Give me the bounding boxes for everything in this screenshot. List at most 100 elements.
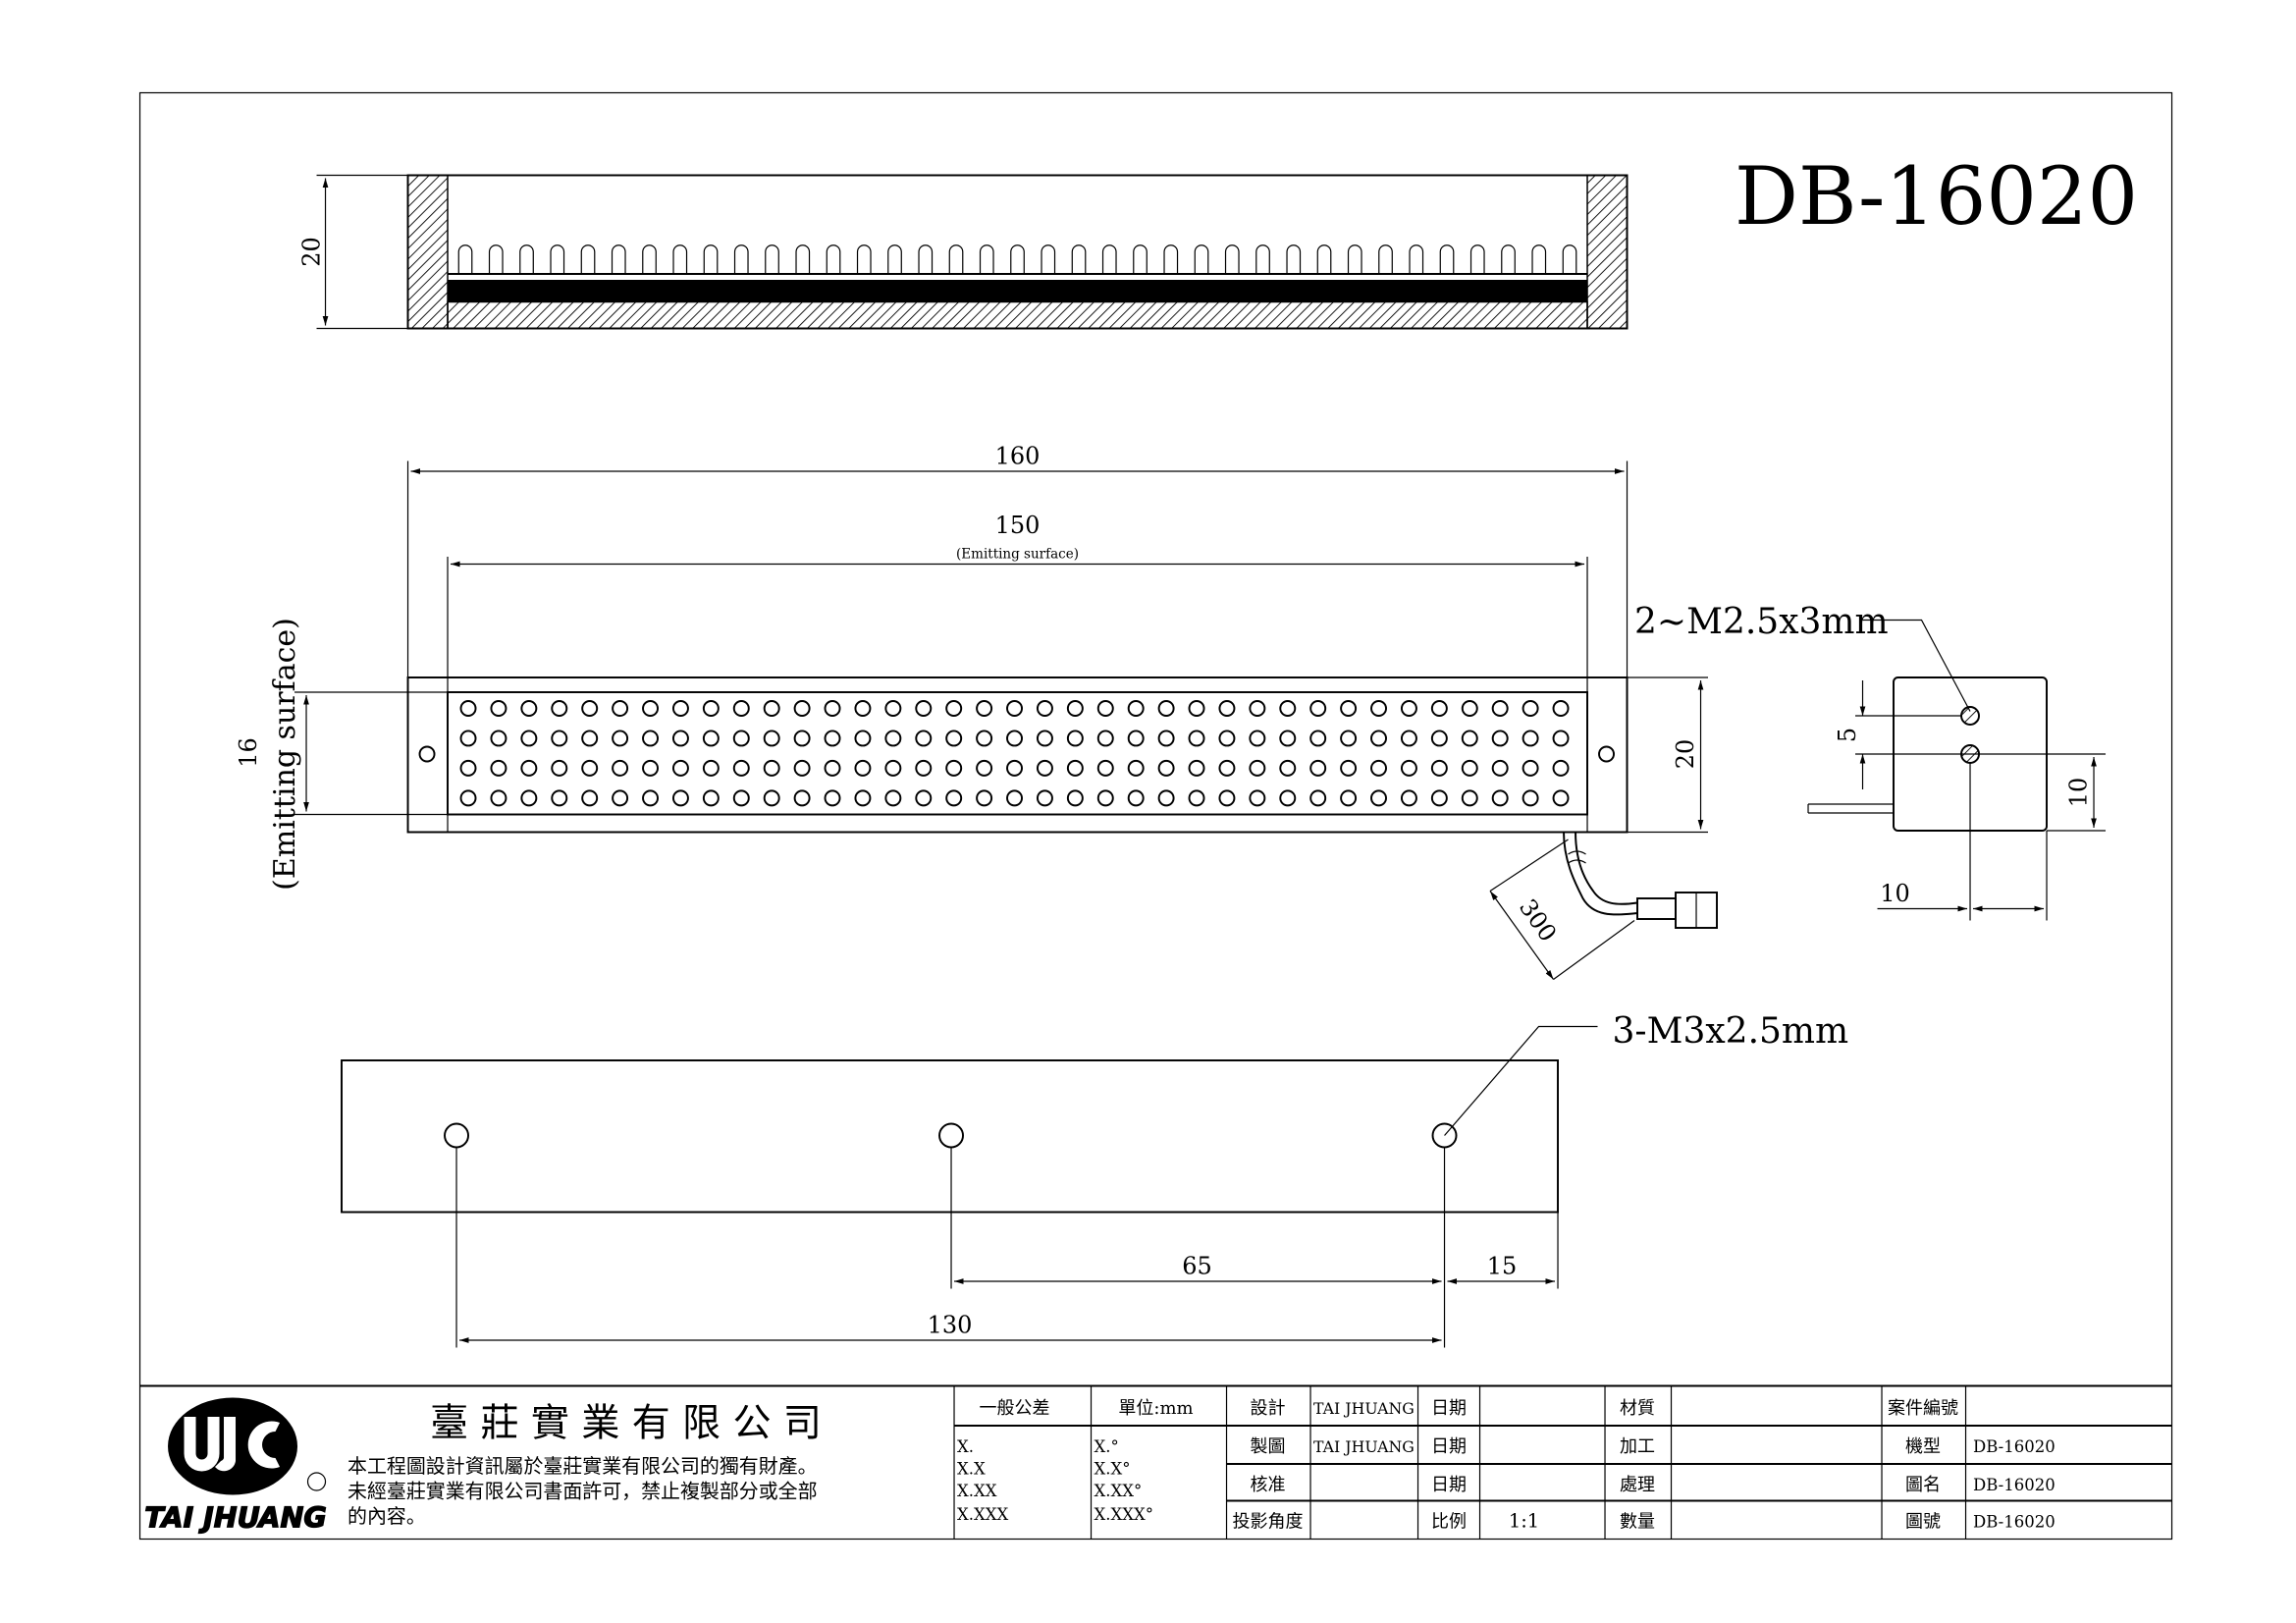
led: [581, 759, 599, 777]
led: [1006, 789, 1023, 807]
led: [1096, 789, 1114, 807]
led: [459, 789, 477, 807]
led: [671, 700, 689, 717]
led: [642, 789, 659, 807]
connector: [1636, 897, 1677, 920]
led: [1522, 730, 1539, 747]
led: [520, 700, 538, 717]
side-led: [733, 244, 749, 274]
notice-line-2: 未經臺莊實業有限公司書面許可，禁止複製部分或全部: [347, 1480, 818, 1503]
led: [520, 730, 538, 747]
title-cell-k3: 圖名: [1905, 1475, 1941, 1495]
led: [612, 759, 629, 777]
led: [1400, 730, 1417, 747]
side-led: [1439, 244, 1455, 274]
led: [1279, 759, 1297, 777]
title-cell-value: TAI JHUANG: [1313, 1399, 1415, 1418]
led: [551, 759, 568, 777]
led: [1370, 789, 1387, 807]
tol-linear-2: X.XX: [957, 1482, 997, 1500]
side-led: [703, 244, 719, 274]
led: [671, 759, 689, 777]
led: [1491, 789, 1509, 807]
led: [1066, 759, 1084, 777]
title-cell-v3: DB-16020: [1973, 1476, 2056, 1494]
led: [763, 700, 780, 717]
led: [671, 730, 689, 747]
led: [854, 700, 872, 717]
led: [1552, 789, 1570, 807]
led: [824, 759, 841, 777]
side-led: [1531, 244, 1547, 274]
led: [520, 759, 538, 777]
led: [824, 700, 841, 717]
led: [581, 789, 599, 807]
led: [1400, 700, 1417, 717]
led: [1400, 759, 1417, 777]
led: [1461, 700, 1478, 717]
led: [1491, 700, 1509, 717]
end-hole-top: [1960, 706, 1980, 726]
led: [551, 730, 568, 747]
led: [490, 759, 507, 777]
length-dim: 160: [995, 443, 1041, 470]
led: [884, 789, 902, 807]
led: [1279, 789, 1297, 807]
title-cell-k2: 材質: [1620, 1398, 1655, 1419]
bottom-hole-1: [444, 1122, 469, 1149]
front-view: 160 150 (Emitting surface) 16 (Emitting …: [235, 443, 1718, 980]
led: [1522, 789, 1539, 807]
side-led: [887, 244, 902, 274]
title-cell-k3: 圖號: [1905, 1512, 1941, 1533]
side-led: [1041, 244, 1056, 274]
side-led: [580, 244, 596, 274]
side-led: [519, 244, 534, 274]
led: [1036, 759, 1053, 777]
led: [915, 759, 933, 777]
emitting-height-note: (Emitting surface): [268, 618, 302, 891]
end-screw-callout: 2~M2.5x3mm: [1634, 602, 1889, 642]
led: [612, 789, 629, 807]
led: [520, 789, 538, 807]
title-cell-k2: 處理: [1620, 1475, 1655, 1495]
led: [976, 730, 993, 747]
title-cell-date_label: 日期: [1431, 1436, 1467, 1457]
side-led: [918, 244, 934, 274]
title-cell-date_label: 日期: [1431, 1475, 1467, 1495]
hole-height-dim: 10: [2065, 778, 2093, 808]
side-led: [1286, 244, 1302, 274]
side-led: [1347, 244, 1362, 274]
led: [1188, 759, 1205, 777]
led: [1491, 730, 1509, 747]
side-led: [1255, 244, 1270, 274]
title-cell-v3: DB-16020: [1973, 1513, 2056, 1532]
led: [1188, 700, 1205, 717]
led: [1430, 730, 1448, 747]
side-led: [642, 244, 657, 274]
side-led: [1469, 244, 1485, 274]
led: [1127, 730, 1145, 747]
led: [884, 700, 902, 717]
side-led: [979, 244, 994, 274]
side-led: [611, 244, 626, 274]
led: [581, 730, 599, 747]
led: [1430, 700, 1448, 717]
led: [1157, 730, 1175, 747]
led: [1491, 759, 1509, 777]
led: [1340, 789, 1358, 807]
side-led: [1101, 244, 1117, 274]
led: [1006, 700, 1023, 717]
led: [793, 700, 811, 717]
led: [1157, 789, 1175, 807]
dim-130: 130: [928, 1312, 973, 1339]
led: [1279, 700, 1297, 717]
led: [1309, 730, 1327, 747]
dim-15: 15: [1487, 1253, 1518, 1280]
cable: [1563, 832, 1638, 916]
led: [1340, 700, 1358, 717]
led: [459, 730, 477, 747]
led: [702, 700, 720, 717]
title-cell-k3: 機型: [1905, 1436, 1941, 1457]
company-logo: TAI JHUANG: [144, 1397, 327, 1535]
led: [459, 759, 477, 777]
